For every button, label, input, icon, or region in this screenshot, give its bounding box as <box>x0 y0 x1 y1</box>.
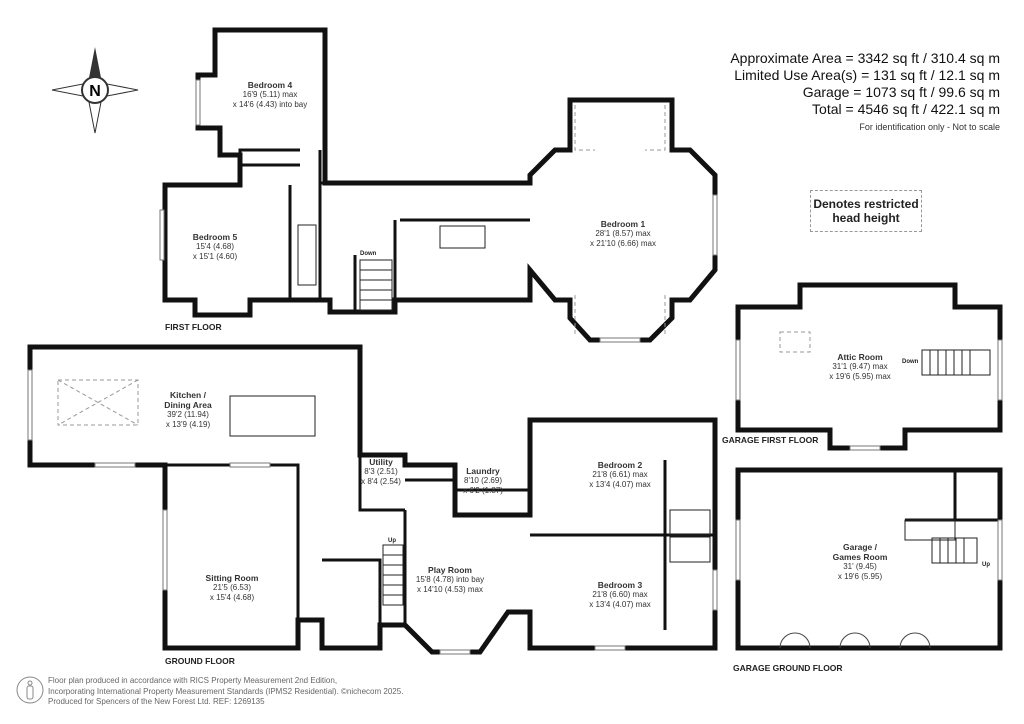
key-line-1: Denotes restricted <box>813 197 919 211</box>
ground-floor-walls <box>27 344 718 655</box>
footer-line-2: Incorporating International Property Mea… <box>48 686 404 696</box>
floor-label-garage-first: GARAGE FIRST FLOOR <box>722 435 819 445</box>
area-limited-use: Limited Use Area(s) = 131 sq ft / 12.1 s… <box>734 67 1000 83</box>
area-summary: Approximate Area = 3342 sq ft / 310.4 sq… <box>730 50 1000 136</box>
stairs-down-attic: Down <box>902 359 919 365</box>
scale-note: For identification only - Not to scale <box>859 122 1000 132</box>
stairs <box>359 259 991 606</box>
garage-first-floor-walls <box>735 282 1003 451</box>
garage-ground-floor-walls <box>735 467 1003 651</box>
key-line-2: head height <box>832 211 900 225</box>
footer-disclaimer: Floor plan produced in accordance with R… <box>48 676 403 708</box>
person-scale-icon <box>16 676 44 704</box>
area-total: Total = 4546 sq ft / 422.1 sq m <box>812 101 1000 117</box>
compass-rose-icon: N <box>51 47 139 134</box>
stairs-up-garage: Up <box>982 562 990 568</box>
footer-line-3: Produced for Spencers of the New Forest … <box>48 697 265 706</box>
footer-line-1: Floor plan produced in accordance with R… <box>48 676 338 685</box>
floor-label-first: FIRST FLOOR <box>165 322 222 332</box>
compass-north-letter: N <box>89 83 101 100</box>
stairs-down-first-floor: Down <box>360 251 377 257</box>
area-garage: Garage = 1073 sq ft / 99.6 sq m <box>802 84 1000 100</box>
area-approximate: Approximate Area = 3342 sq ft / 310.4 sq… <box>730 50 1000 66</box>
floor-label-garage-ground: GARAGE GROUND FLOOR <box>733 663 843 673</box>
floor-label-ground: GROUND FLOOR <box>165 656 235 666</box>
stairs-up-ground: Up <box>388 538 396 544</box>
restricted-head-height-key: Denotes restricted head height <box>810 190 922 232</box>
first-floor-walls <box>162 27 718 343</box>
